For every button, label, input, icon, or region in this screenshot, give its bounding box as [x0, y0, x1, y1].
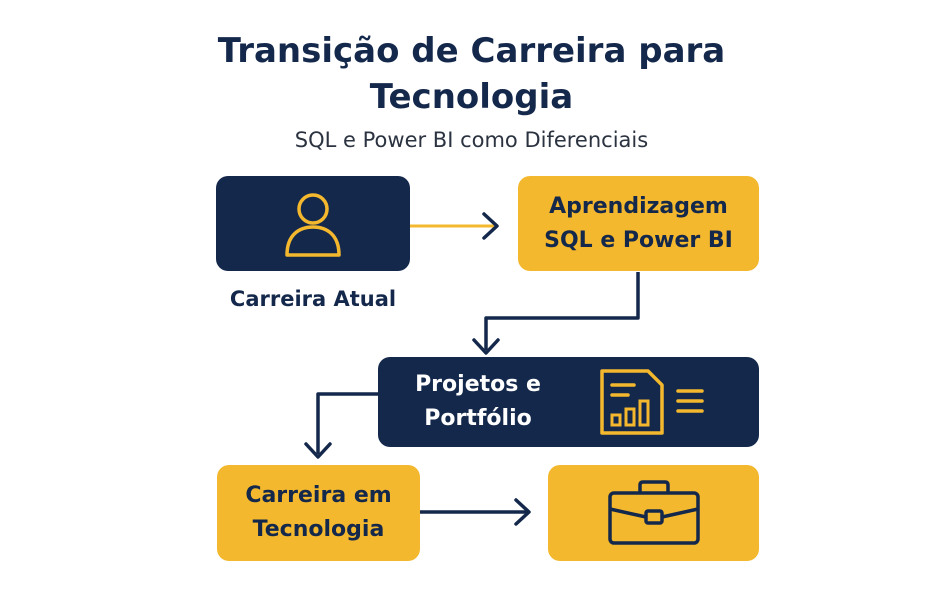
tech-career-box: Carreira em Tecnologia — [217, 465, 420, 561]
diagram-title: Transição de Carreira para Tecnologia — [0, 28, 943, 120]
arrow-projects-to-tech — [316, 392, 380, 454]
title-line-2: Tecnologia — [369, 77, 574, 117]
report-chart-icon — [600, 369, 704, 435]
tech-career-line-2: Tecnologia — [252, 517, 385, 542]
current-career-box — [216, 176, 410, 271]
diagram-subtitle: SQL e Power BI como Diferenciais — [294, 128, 649, 152]
arrowhead-projects-to-tech — [304, 442, 332, 459]
arrowhead-tech-to-briefcase — [514, 498, 531, 526]
arrowhead-current-to-learning — [482, 212, 499, 240]
projects-box: Projetos e Portfólio — [378, 357, 759, 447]
projects-line-1: Projetos e — [415, 372, 541, 397]
arrowhead-learning-to-projects — [472, 338, 500, 355]
tech-career-text: Carreira em Tecnologia — [245, 479, 391, 547]
person-icon — [285, 192, 341, 257]
arrow-learning-to-projects — [484, 272, 640, 350]
learning-line-1: Aprendizagem — [549, 193, 728, 219]
briefcase-box — [548, 465, 759, 561]
projects-text: Projetos e Portfólio — [378, 368, 578, 436]
current-career-label: Carreira Atual — [229, 287, 397, 311]
projects-line-2: Portfólio — [424, 406, 532, 431]
briefcase-icon — [607, 480, 700, 545]
learning-text: Aprendizagem SQL e Power BI — [544, 190, 733, 258]
learning-line-2: SQL e Power BI — [544, 227, 733, 253]
title-line-1: Transição de Carreira para — [217, 31, 726, 71]
learning-box: Aprendizagem SQL e Power BI — [518, 176, 759, 271]
tech-career-line-1: Carreira em — [245, 483, 392, 508]
